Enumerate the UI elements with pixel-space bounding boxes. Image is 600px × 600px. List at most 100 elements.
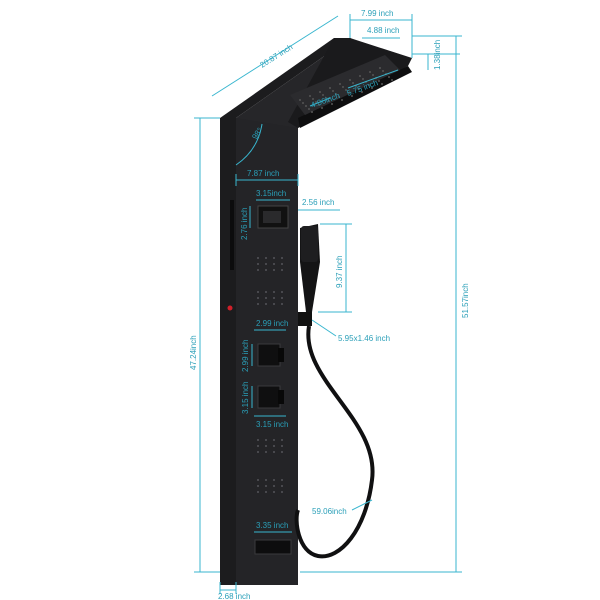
diverter-knob [257, 343, 281, 367]
nozzle-dot [359, 75, 361, 77]
jet-dot [257, 303, 259, 305]
display-screen [263, 211, 281, 223]
label-handheld-length: 9.37 inch [335, 256, 344, 288]
jet-dot [257, 445, 259, 447]
nozzle-dot [335, 93, 337, 95]
jet-dot [257, 297, 259, 299]
nozzle-dot [372, 74, 374, 76]
nozzle-dot [305, 105, 307, 107]
jet-dot [265, 303, 267, 305]
nozzle-dot [379, 67, 381, 69]
nozzle-dot [351, 95, 353, 97]
jet-dot [265, 445, 267, 447]
label-valve-height: 3.15 inch [241, 382, 250, 414]
nozzle-dot [315, 101, 317, 103]
nozzle-dot [382, 70, 384, 72]
jet-dot [273, 485, 275, 487]
nozzle-dot [369, 71, 371, 73]
nozzle-dot [325, 97, 327, 99]
jet-dot [273, 269, 275, 271]
shower-hose [294, 325, 375, 559]
temperature-knob-lever [278, 390, 284, 404]
jet-dot [257, 269, 259, 271]
label-handheld-size: 5.95x1.46 inch [338, 334, 390, 343]
jet-dot [257, 439, 259, 441]
jet-dot [281, 291, 283, 293]
handheld-holder [298, 312, 312, 326]
jet-dot [273, 491, 275, 493]
jet-dot [281, 445, 283, 447]
dimension-lines [194, 14, 462, 594]
nozzle-dot [338, 96, 340, 98]
nozzle-dot [302, 102, 304, 104]
jet-dot [273, 445, 275, 447]
nozzle-dot [378, 80, 380, 82]
jet-dot [273, 257, 275, 259]
hot-indicator [227, 305, 233, 311]
nozzle-dot [312, 98, 314, 100]
jet-dot [273, 303, 275, 305]
nozzle-dot [342, 86, 344, 88]
nozzle-dot [358, 88, 360, 90]
jet-dot [281, 263, 283, 265]
arm-side [220, 38, 350, 118]
nozzle-dot [388, 76, 390, 78]
jet-dot [265, 269, 267, 271]
jet-dot [265, 257, 267, 259]
jet-dot [265, 297, 267, 299]
nozzle-dot [311, 111, 313, 113]
label-panel-height: 47.24inch [189, 335, 198, 370]
jet-dot [281, 257, 283, 259]
jet-dot [281, 485, 283, 487]
jet-dot [257, 263, 259, 265]
nozzle-dot [318, 104, 320, 106]
handheld-head [301, 226, 318, 262]
nozzle-dot [339, 83, 341, 85]
label-hose-length: 59.06inch [312, 507, 347, 516]
nozzle-dot [345, 89, 347, 91]
jet-dot [257, 479, 259, 481]
jet-dot [265, 485, 267, 487]
jet-dot [281, 297, 283, 299]
jet-dot [257, 485, 259, 487]
massage-jets [257, 257, 283, 493]
nozzle-dot [308, 108, 310, 110]
jet-dot [281, 491, 283, 493]
label-top-width: 7.99 inch [361, 9, 393, 18]
temperature-knob [257, 385, 281, 409]
jet-dot [281, 303, 283, 305]
nozzle-dot [309, 95, 311, 97]
label-panel-depth: 2.68 inch [218, 592, 250, 600]
rain-head-front-edge [298, 66, 412, 128]
diverter-knob-lever [278, 348, 284, 362]
rain-head-nozzle-area [290, 55, 400, 115]
jet-dot [281, 479, 283, 481]
jet-dot [273, 479, 275, 481]
jet-dot [265, 491, 267, 493]
side-jet-strip [230, 200, 234, 270]
nozzle-dot [381, 83, 383, 85]
shower-panel-body [220, 38, 412, 585]
label-holder-offset: 2.56 inch [302, 198, 334, 207]
label-top-inner-width: 4.88 inch [367, 26, 399, 35]
jet-dot [257, 291, 259, 293]
tub-spout [254, 539, 292, 555]
label-total-height: 51.57inch [461, 283, 470, 318]
label-knob-width: 2.99 inch [256, 319, 288, 328]
label-knob-height: 2.99 inch [241, 340, 250, 372]
jet-dot [257, 257, 259, 259]
nozzle-dot [331, 103, 333, 105]
label-spout-width: 3.35 inch [256, 521, 288, 530]
label-display-width: 3.15inch [256, 189, 286, 198]
label-arm-length: 20.87 inch [258, 42, 294, 69]
label-head-thickness: 1.38inch [433, 40, 442, 70]
jet-dot [265, 263, 267, 265]
nozzle-dot [319, 91, 321, 93]
jet-dot [265, 479, 267, 481]
nozzle-dot [328, 100, 330, 102]
jet-dot [273, 439, 275, 441]
nozzle-dot [321, 107, 323, 109]
nozzle-dot [349, 79, 351, 81]
jet-dot [273, 297, 275, 299]
